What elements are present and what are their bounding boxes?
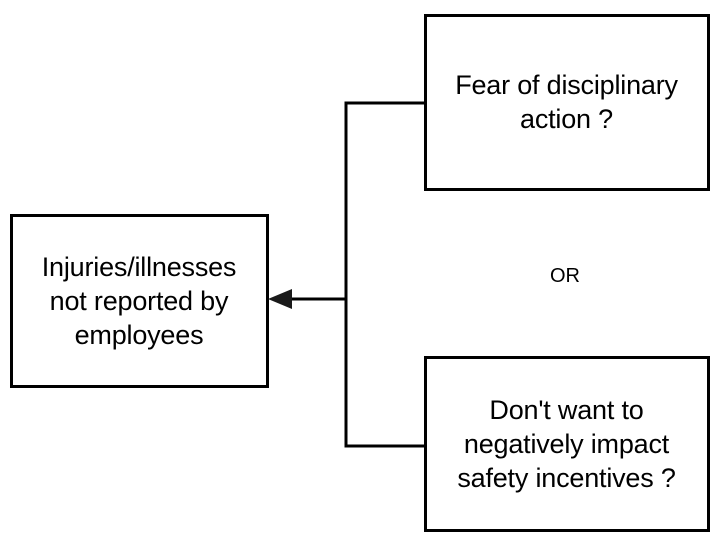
- connector-branch-top: [344, 101, 424, 299]
- node-box-cause-1[interactable]: [424, 14, 710, 191]
- connector-branch-bottom: [344, 299, 424, 448]
- connector-label-or: OR: [550, 265, 580, 287]
- node-box-outcome[interactable]: [10, 214, 269, 388]
- arrow-head-icon: [268, 289, 292, 309]
- node-box-cause-2[interactable]: [424, 356, 710, 532]
